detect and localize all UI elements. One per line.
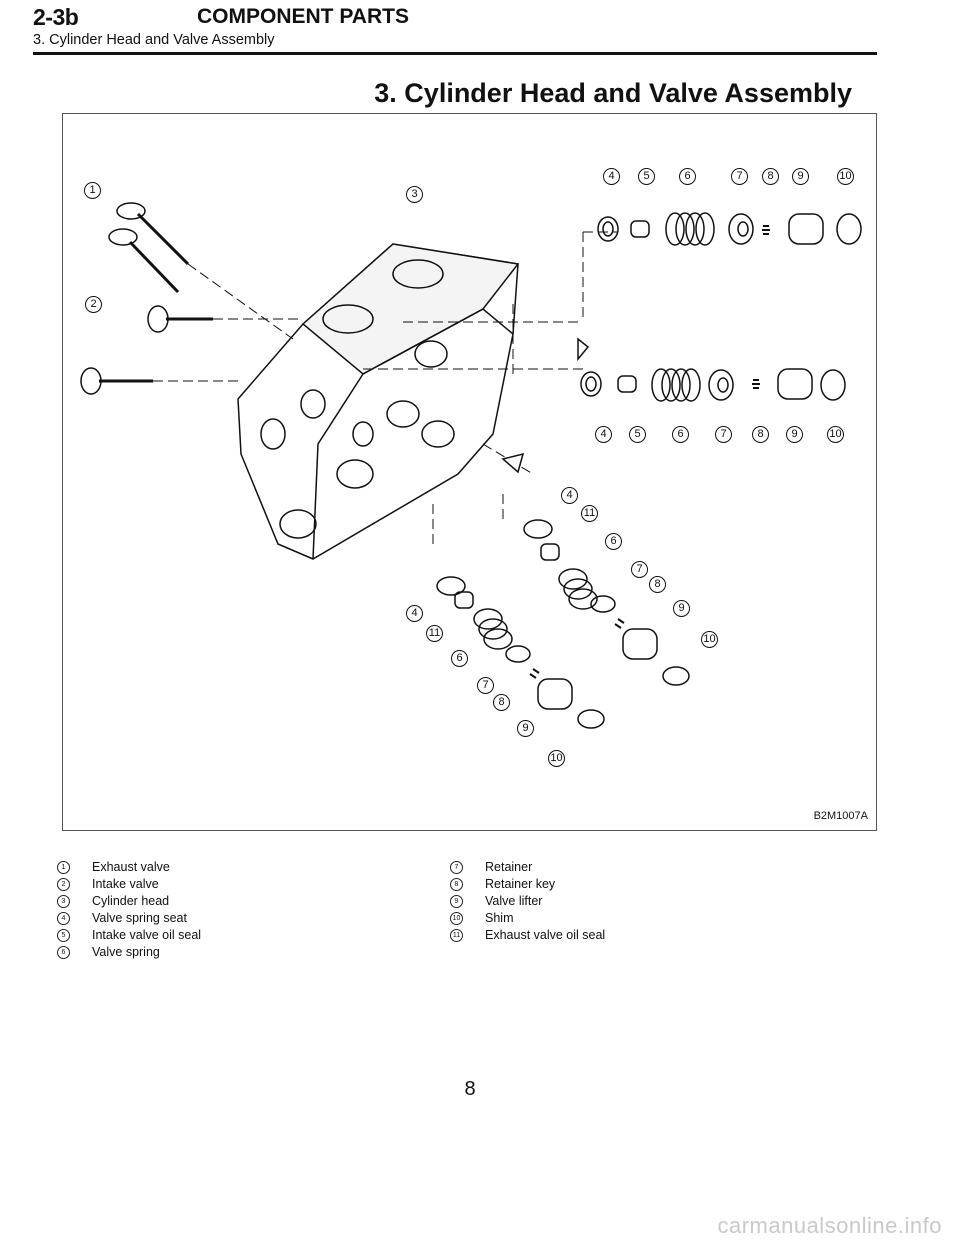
legend-item: 3 Cylinder head xyxy=(57,893,201,910)
legend-item: 4 Valve spring seat xyxy=(57,910,201,927)
legend-item: 8 Retainer key xyxy=(450,876,605,893)
page-title: 3. Cylinder Head and Valve Assembly xyxy=(374,78,852,108)
figure-code: B2M1007A xyxy=(813,810,868,822)
callout-9: 9 xyxy=(792,168,809,185)
callout-9: 9 xyxy=(673,600,690,617)
page-number: 8 xyxy=(464,1078,476,1100)
item-number-badge: 10 xyxy=(450,912,463,925)
legend-item: 10 Shim xyxy=(450,910,605,927)
callout-5: 5 xyxy=(629,426,646,443)
item-number-badge: 2 xyxy=(57,878,70,891)
legend-item: 9 Valve lifter xyxy=(450,893,605,910)
callout-4: 4 xyxy=(603,168,620,185)
callout-10: 10 xyxy=(827,426,844,443)
item-number-badge: 8 xyxy=(450,878,463,891)
callout-7: 7 xyxy=(631,561,648,578)
item-number-badge: 3 xyxy=(57,895,70,908)
watermark: carmanualsonline.info xyxy=(717,1213,942,1238)
cylinder-head-illustration xyxy=(80,202,862,729)
callout-11: 11 xyxy=(426,625,443,642)
item-label: Intake valve oil seal xyxy=(92,928,202,942)
callout-9: 9 xyxy=(786,426,803,443)
item-number-badge: 5 xyxy=(57,929,70,942)
item-label: Exhaust valve oil seal xyxy=(485,928,606,942)
legend-item: 11 Exhaust valve oil seal xyxy=(450,927,605,944)
legend-column-2: 7 Retainer 8 Retainer key 9 Valve lifter 10 Shi… xyxy=(450,859,605,944)
callout-8: 8 xyxy=(493,694,510,711)
item-number-badge: 6 xyxy=(57,946,70,959)
item-number-badge: 4 xyxy=(57,912,70,925)
callout-10: 10 xyxy=(837,168,854,185)
item-label: Cylinder head xyxy=(92,894,170,908)
item-label: Shim xyxy=(485,911,514,925)
legend-item: 1 Exhaust valve xyxy=(57,859,201,876)
callout-3: 3 xyxy=(406,186,423,203)
legend-item: 6 Valve spring xyxy=(57,944,201,961)
section-subtitle: 3. Cylinder Head and Valve Assembly xyxy=(33,32,275,48)
callout-9: 9 xyxy=(517,720,534,737)
callout-10: 10 xyxy=(548,750,565,767)
item-number-badge: 11 xyxy=(450,929,463,942)
header-rule xyxy=(33,52,877,55)
legend-item: 7 Retainer xyxy=(450,859,605,876)
callout-5: 5 xyxy=(638,168,655,185)
callout-7: 7 xyxy=(731,168,748,185)
callout-10: 10 xyxy=(701,631,718,648)
legend-item: 5 Intake valve oil seal xyxy=(57,927,201,944)
callout-6: 6 xyxy=(672,426,689,443)
callout-7: 7 xyxy=(715,426,732,443)
item-number-badge: 9 xyxy=(450,895,463,908)
callout-2: 2 xyxy=(85,296,102,313)
section-number: 2-3b xyxy=(33,4,79,30)
chapter-title: COMPONENT PARTS xyxy=(197,5,409,28)
item-label: Valve spring xyxy=(92,945,160,959)
item-number-badge: 7 xyxy=(450,861,463,874)
callout-6: 6 xyxy=(679,168,696,185)
callout-8: 8 xyxy=(752,426,769,443)
callout-6: 6 xyxy=(605,533,622,550)
item-number-badge: 1 xyxy=(57,861,70,874)
callout-6: 6 xyxy=(451,650,468,667)
item-label: Valve spring seat xyxy=(92,911,187,925)
callout-4: 4 xyxy=(406,605,423,622)
callout-8: 8 xyxy=(762,168,779,185)
item-label: Retainer key xyxy=(485,877,556,891)
legend-item: 2 Intake valve xyxy=(57,876,201,893)
item-label: Intake valve xyxy=(92,877,159,891)
item-label: Retainer xyxy=(485,860,533,874)
callout-8: 8 xyxy=(649,576,666,593)
item-label: Exhaust valve xyxy=(92,860,170,874)
callout-4: 4 xyxy=(595,426,612,443)
legend-column-1: 1 Exhaust valve 2 Intake valve 3 Cylinder hea… xyxy=(57,859,201,961)
callout-11: 11 xyxy=(581,505,598,522)
callout-7: 7 xyxy=(477,677,494,694)
callout-1: 1 xyxy=(84,182,101,199)
item-label: Valve lifter xyxy=(485,894,543,908)
callout-4: 4 xyxy=(561,487,578,504)
